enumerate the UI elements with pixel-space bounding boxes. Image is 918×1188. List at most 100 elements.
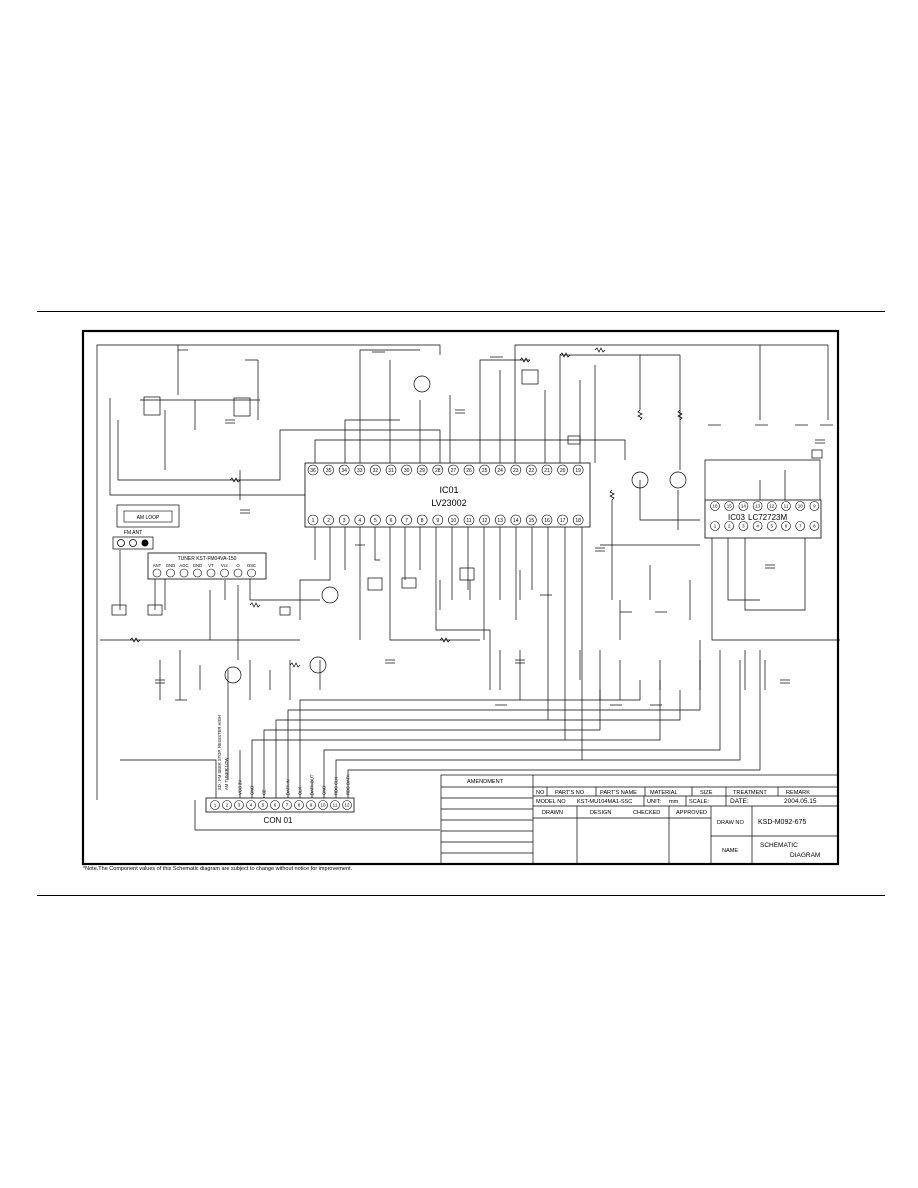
ic03-top-pin-circle bbox=[738, 501, 749, 511]
connector-pin-circle bbox=[342, 800, 352, 810]
ic01-top-pin-number: 33 bbox=[357, 468, 363, 474]
connector-pin-circle bbox=[270, 800, 280, 810]
tuner-pin-label: AGC bbox=[179, 563, 188, 568]
ic03-top-pin-circle bbox=[809, 501, 820, 511]
ic01-bottom-pin-circle bbox=[463, 514, 475, 526]
connector-pin-circle bbox=[258, 800, 268, 810]
tuner-pin-circle bbox=[247, 568, 256, 578]
name-value-line2: DIAGRAM bbox=[790, 852, 820, 859]
ic03-top-pin-number: 9 bbox=[813, 504, 816, 509]
ic03-bottom-pin-number: 1 bbox=[714, 524, 717, 529]
ic03-top-pin-number: 12 bbox=[769, 504, 775, 509]
ic01-top-pin-circle bbox=[541, 464, 553, 476]
ic03-top-pin-number: 13 bbox=[755, 504, 761, 509]
tuner-pin-label: O bbox=[236, 563, 240, 568]
ic01-bottom-pin-circle bbox=[354, 514, 366, 526]
tuner-pin-label: GND bbox=[193, 563, 203, 568]
connector-signal-label: CLK bbox=[298, 787, 303, 795]
ic03-bottom-pin-circle bbox=[710, 521, 720, 531]
ic01-top-pin-number: 35 bbox=[326, 468, 332, 474]
ic03-top-pin-circle bbox=[766, 501, 777, 511]
connector-pin-number: 2 bbox=[226, 803, 229, 808]
connector-signal-label: GND bbox=[322, 786, 327, 795]
tuner-pin-circle bbox=[233, 568, 243, 578]
am-loop-box: AM LOOP bbox=[116, 504, 180, 528]
connector-signal-label: DATA OUT bbox=[310, 774, 315, 795]
header-size: SIZE bbox=[700, 790, 713, 796]
connector-pin-number: 10 bbox=[320, 803, 326, 808]
ic01-top-pin-number: 23 bbox=[513, 468, 519, 474]
ic03-ref: IC03 bbox=[728, 513, 745, 522]
ic01-bottom-pin-circle bbox=[401, 514, 412, 526]
date-value: 2004.05.15 bbox=[784, 798, 817, 805]
ic01-top-pin-circle bbox=[494, 464, 506, 476]
ic03-top-pin-number: 11 bbox=[784, 504, 789, 509]
top-rule bbox=[37, 311, 885, 312]
title-block-text: AMENDMENT NO PART'S NO PART'S NAME MATER… bbox=[467, 779, 820, 859]
ic01-bottom-pin-circle bbox=[479, 514, 490, 526]
connector-pin-number: 4 bbox=[250, 803, 253, 808]
ic01-bottom-pin-number: 11 bbox=[466, 518, 471, 524]
ic01-bottom-pin-number: 1 bbox=[312, 518, 315, 524]
connector-pin-number: 6 bbox=[274, 803, 277, 808]
ic03-top-pin-number: 14 bbox=[741, 504, 747, 509]
ground-symbols bbox=[175, 349, 833, 706]
date-label: DATE: bbox=[730, 798, 749, 805]
ic01-top-pin-number: 28 bbox=[435, 468, 441, 474]
ic01-bottom-pin-circle bbox=[370, 514, 381, 526]
connector-pin-number: 1 bbox=[214, 803, 217, 808]
ic03-bottom-pin-number: 3 bbox=[742, 524, 745, 529]
checked-label: CHECKED bbox=[633, 810, 660, 816]
ic01-bottom-pin-number: 9 bbox=[436, 518, 439, 524]
ic01-top-pin-circle bbox=[557, 464, 568, 476]
tuner-pin-label: GND bbox=[166, 563, 176, 568]
header-treatment: TREATMENT bbox=[733, 790, 767, 796]
ic01-top-pin-circle bbox=[370, 464, 381, 476]
ic01-bottom-pin-number: 14 bbox=[513, 518, 519, 524]
connector-pin-number: 7 bbox=[286, 803, 289, 808]
ic01-top-pin-circle bbox=[338, 464, 350, 476]
ic01-bottom-pin-circle bbox=[572, 514, 584, 526]
ic01-top-pin-circle bbox=[448, 464, 459, 476]
ic01-bottom-pin-number: 18 bbox=[575, 518, 581, 524]
ic03-bottom-pin-circle bbox=[752, 521, 763, 531]
ic01-top-pin-number: 20 bbox=[560, 468, 566, 474]
tuner-pin-circle bbox=[193, 568, 202, 578]
title-block bbox=[440, 774, 839, 865]
ic01-top-pin-circle bbox=[323, 464, 334, 476]
ic03-top-pin-number: 15 bbox=[727, 504, 733, 509]
amendment-label: AMENDMENT bbox=[467, 779, 504, 785]
connector-pin-number: 3 bbox=[238, 803, 241, 808]
ic01-bottom-pin-circle bbox=[510, 514, 522, 526]
tuner-label: TUNER KST-FM04VA-150 bbox=[178, 556, 237, 562]
ic01-bottom-pin-number: 17 bbox=[560, 518, 566, 524]
name-label: NAME bbox=[722, 848, 738, 854]
ic01-bottom-pin-number: 4 bbox=[358, 518, 361, 524]
ic01-top-pin-number: 24 bbox=[497, 468, 503, 474]
ic03-bottom-pin-number: 7 bbox=[799, 524, 802, 529]
connector-pin-number: 5 bbox=[262, 803, 265, 808]
tuner-pin-circle bbox=[206, 568, 216, 578]
ic03-top-pin-circle bbox=[781, 501, 791, 511]
schematic-border bbox=[81, 329, 840, 866]
connector-signal-label: DATA IN bbox=[286, 779, 291, 795]
ic01-bottom-pin-number: 10 bbox=[451, 518, 457, 524]
ic03-bottom-pin-circle bbox=[809, 521, 820, 531]
ic01-ref: IC01 bbox=[439, 485, 458, 495]
footnote: *Note.The Component values of this Schem… bbox=[83, 866, 353, 872]
ic01-top-pin-circle bbox=[526, 464, 537, 476]
ic01-top-pin-circle bbox=[479, 464, 490, 476]
header-no: NO bbox=[536, 790, 545, 796]
connector-pin-circle bbox=[306, 800, 316, 810]
tuner-pin-label: OSC bbox=[247, 563, 256, 568]
ic01-top-pin-number: 22 bbox=[529, 468, 535, 474]
connector-pin-circle bbox=[318, 800, 328, 810]
ic03-bottom-pin-number: 5 bbox=[771, 524, 774, 529]
connector-pin-circle bbox=[210, 800, 220, 810]
ic01-bottom-pin-circle bbox=[432, 514, 444, 526]
